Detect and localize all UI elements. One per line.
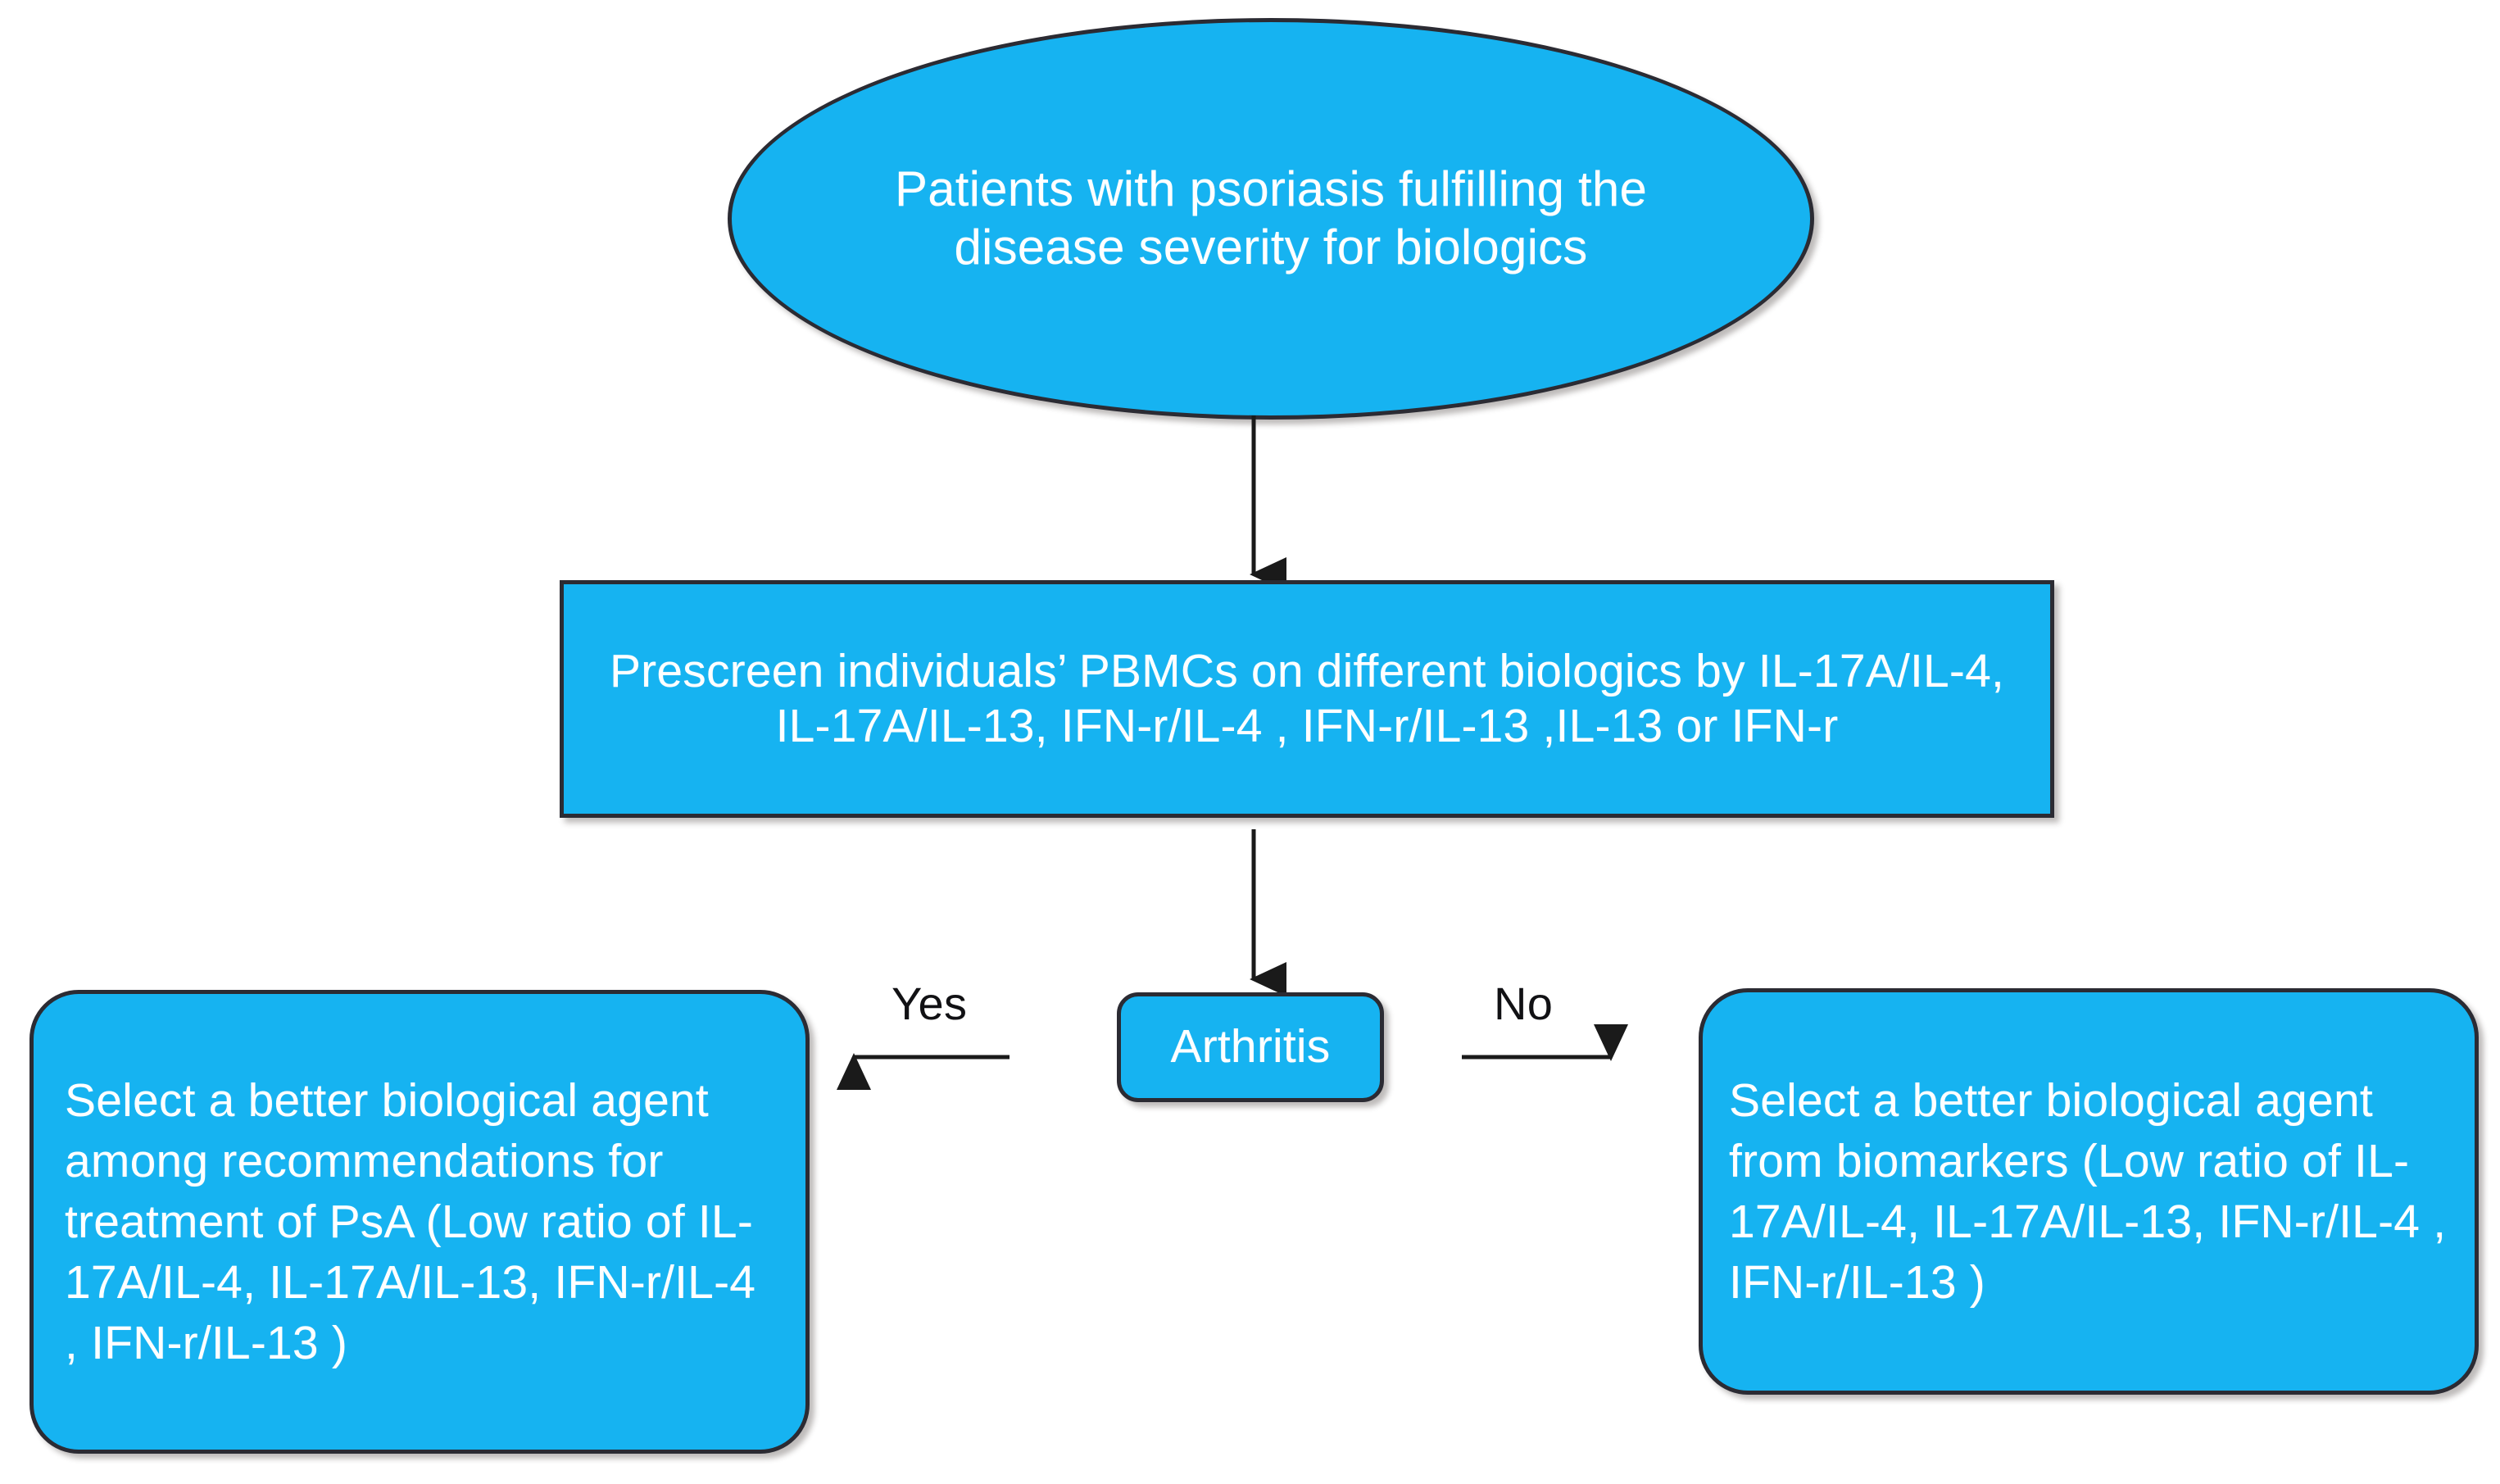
node-prescreen-label: Prescreen individuals’ PBMCs on differen… [609,644,2005,752]
node-outcome-biomarkers[interactable]: Select a better biological agent from bi… [1699,988,2479,1395]
node-decision-arthritis[interactable]: Arthritis [1117,992,1384,1102]
node-start-patients-with-psoriasis[interactable]: Patients with psoriasis fulfilling the d… [728,18,1814,420]
arrow-prescreen-to-arthritis [1250,829,1286,997]
arrow-arthritis-yes-to-psa [836,1053,1010,1090]
node-outcome-psa-recommendations[interactable]: Select a better biological agent among r… [29,990,810,1454]
node-prescreen-pbmcs[interactable]: Prescreen individuals’ PBMCs on differen… [560,580,2054,818]
edge-label-yes: Yes [892,978,968,1029]
node-outcome-biomarkers-label: Select a better biological agent from bi… [1729,1073,2447,1309]
node-arthritis-label: Arthritis [1170,1020,1331,1073]
arrow-arthritis-no-to-biomarkers [1462,1024,1629,1061]
arrow-start-to-prescreen [1250,415,1286,590]
node-start-label: Patients with psoriasis fulfilling the d… [894,161,1648,275]
edge-label-no: No [1494,978,1554,1029]
node-outcome-psa-label: Select a better biological agent among r… [65,1073,756,1370]
